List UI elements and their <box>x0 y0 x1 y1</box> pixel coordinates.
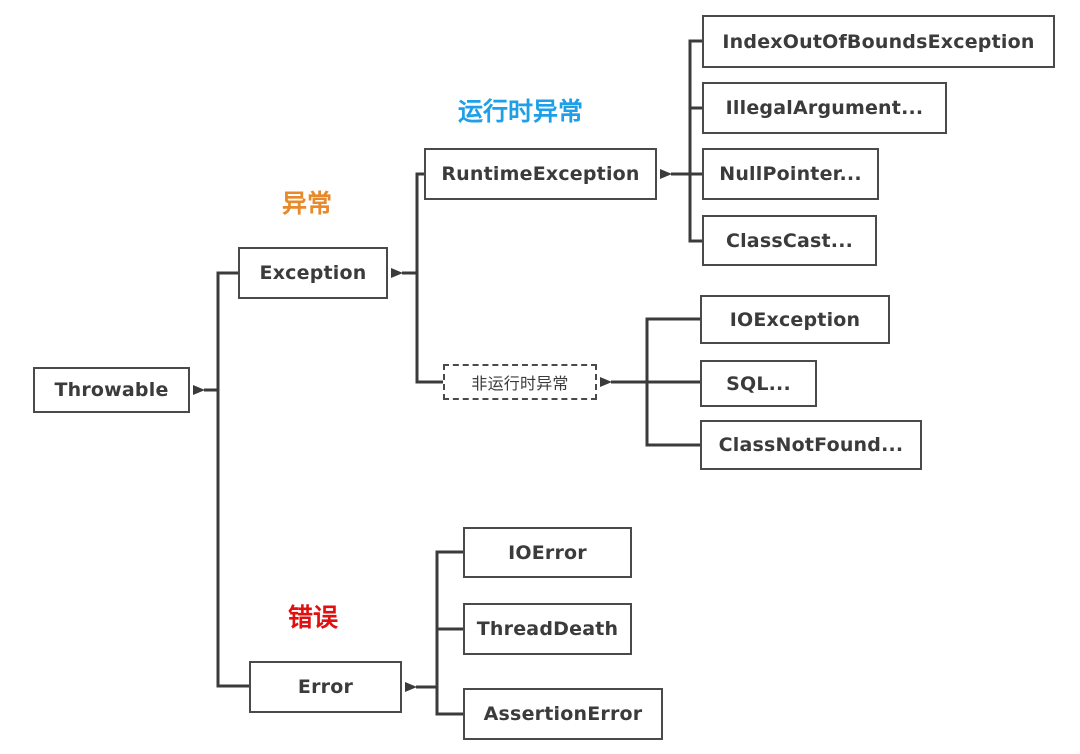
node-label: NullPointer... <box>719 163 862 185</box>
node-label: AssertionError <box>483 703 643 725</box>
node-label: 非运行时异常 <box>471 374 569 393</box>
node-label: Error <box>297 676 354 698</box>
node-threaddeath[interactable]: ThreadDeath <box>463 603 632 655</box>
node-label: IllegalArgument... <box>725 97 924 119</box>
node-nullpointer[interactable]: NullPointer... <box>702 148 879 200</box>
edge-nonruntime-children <box>600 317 700 447</box>
node-label: Exception <box>259 262 367 284</box>
node-classnotfound[interactable]: ClassNotFound... <box>700 420 922 470</box>
node-non-runtime-exception[interactable]: 非运行时异常 <box>443 364 597 400</box>
annotation-exception: 异常 <box>282 189 333 218</box>
edge-exception-children <box>391 172 443 384</box>
annotation-error: 错误 <box>288 603 339 632</box>
edge-error-children <box>405 550 463 716</box>
edge-runtime-children <box>660 39 702 243</box>
node-label: IOError <box>508 541 587 564</box>
node-label: Throwable <box>54 379 169 401</box>
node-illegalargument[interactable]: IllegalArgument... <box>702 82 947 134</box>
node-throwable[interactable]: Throwable <box>33 367 190 413</box>
node-label: ThreadDeath <box>476 618 619 640</box>
node-error[interactable]: Error <box>249 661 402 713</box>
annotation-runtime-exception: 运行时异常 <box>458 97 584 126</box>
node-runtimeexception[interactable]: RuntimeException <box>424 148 657 200</box>
node-label: IndexOutOfBoundsException <box>722 30 1035 53</box>
node-label: IOException <box>729 308 861 331</box>
node-exception[interactable]: Exception <box>238 247 388 299</box>
node-classcast[interactable]: ClassCast... <box>702 215 877 266</box>
node-label: RuntimeException <box>441 163 640 185</box>
node-label: SQL... <box>726 372 791 395</box>
edge-throwable-branch <box>193 271 249 688</box>
node-indexoutofboundsexception[interactable]: IndexOutOfBoundsException <box>702 15 1055 68</box>
node-sql[interactable]: SQL... <box>700 360 817 407</box>
node-label: ClassNotFound... <box>718 434 904 456</box>
node-ioexception[interactable]: IOException <box>700 295 890 344</box>
node-label: ClassCast... <box>725 229 854 252</box>
node-assertionerror[interactable]: AssertionError <box>463 688 663 740</box>
node-ioerror[interactable]: IOError <box>463 527 632 578</box>
